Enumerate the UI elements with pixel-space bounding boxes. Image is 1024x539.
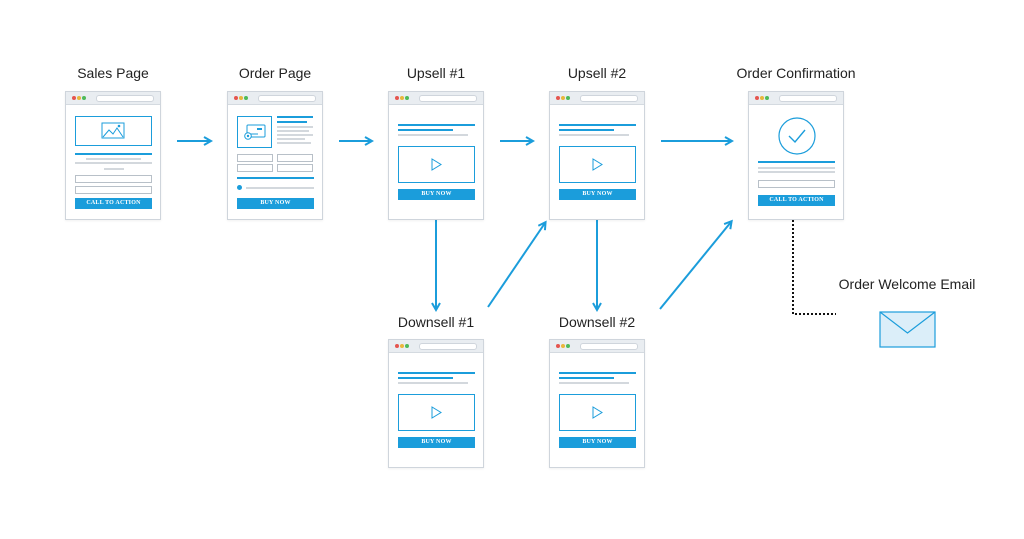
upsell-2-card: BUY NOW bbox=[549, 91, 645, 220]
order-page-label: Order Page bbox=[238, 65, 312, 81]
address-bar bbox=[779, 95, 837, 102]
credit-card-box bbox=[237, 116, 272, 148]
call-to-action-button[interactable]: CALL TO ACTION bbox=[75, 198, 152, 209]
window-dots-icon bbox=[72, 96, 76, 100]
upsell-1-label: Upsell #1 bbox=[406, 65, 466, 81]
image-icon bbox=[101, 122, 125, 139]
downsell-1-label: Downsell #1 bbox=[397, 314, 475, 330]
browser-bar bbox=[389, 340, 483, 353]
dotted-line-confirmation-to-email bbox=[792, 220, 836, 315]
window-dots-icon bbox=[556, 344, 560, 348]
envelope-icon bbox=[879, 311, 936, 348]
form-field[interactable] bbox=[237, 154, 273, 162]
form-field[interactable] bbox=[277, 164, 313, 172]
upsell-2-label: Upsell #2 bbox=[567, 65, 627, 81]
radio-option[interactable] bbox=[237, 185, 242, 190]
address-bar bbox=[580, 343, 638, 350]
video-player[interactable] bbox=[559, 394, 636, 431]
arrow-downsell-1-to-upsell-2 bbox=[487, 223, 545, 308]
order-page-card: BUY NOW bbox=[227, 91, 323, 220]
credit-card-icon bbox=[244, 124, 266, 140]
upsell-1-card: BUY NOW bbox=[388, 91, 484, 220]
sales-page-label: Sales Page bbox=[77, 65, 149, 81]
window-dots-icon bbox=[395, 96, 399, 100]
play-icon bbox=[431, 406, 442, 419]
buy-now-button[interactable]: BUY NOW bbox=[559, 437, 636, 448]
order-confirmation-card: CALL TO ACTION bbox=[748, 91, 844, 220]
image-placeholder bbox=[75, 116, 152, 146]
browser-bar bbox=[66, 92, 160, 105]
arrow-downsell-2-to-confirmation bbox=[659, 222, 731, 310]
form-field[interactable] bbox=[237, 164, 273, 172]
window-dots-icon bbox=[755, 96, 759, 100]
play-icon bbox=[592, 406, 603, 419]
browser-bar bbox=[228, 92, 322, 105]
form-field[interactable] bbox=[75, 175, 152, 183]
video-player[interactable] bbox=[398, 146, 475, 183]
buy-now-button[interactable]: BUY NOW bbox=[398, 189, 475, 200]
address-bar bbox=[258, 95, 316, 102]
address-bar bbox=[580, 95, 638, 102]
buy-now-button[interactable]: BUY NOW bbox=[237, 198, 314, 209]
check-circle-icon bbox=[778, 117, 816, 155]
form-field[interactable] bbox=[758, 180, 835, 188]
play-icon bbox=[431, 158, 442, 171]
video-player[interactable] bbox=[398, 394, 475, 431]
order-welcome-email-label: Order Welcome Email bbox=[838, 276, 976, 292]
browser-bar bbox=[550, 92, 644, 105]
address-bar bbox=[419, 95, 477, 102]
downsell-2-label: Downsell #2 bbox=[558, 314, 636, 330]
buy-now-button[interactable]: BUY NOW bbox=[559, 189, 636, 200]
video-player[interactable] bbox=[559, 146, 636, 183]
browser-bar bbox=[550, 340, 644, 353]
form-field[interactable] bbox=[75, 186, 152, 194]
downsell-2-card: BUY NOW bbox=[549, 339, 645, 468]
address-bar bbox=[419, 343, 477, 350]
browser-bar bbox=[749, 92, 843, 105]
downsell-1-card: BUY NOW bbox=[388, 339, 484, 468]
window-dots-icon bbox=[395, 344, 399, 348]
window-dots-icon bbox=[556, 96, 560, 100]
form-field[interactable] bbox=[277, 154, 313, 162]
order-confirmation-label: Order Confirmation bbox=[736, 65, 856, 81]
browser-bar bbox=[389, 92, 483, 105]
sales-page-card: CALL TO ACTION bbox=[65, 91, 161, 220]
play-icon bbox=[592, 158, 603, 171]
window-dots-icon bbox=[234, 96, 238, 100]
address-bar bbox=[96, 95, 154, 102]
buy-now-button[interactable]: BUY NOW bbox=[398, 437, 475, 448]
call-to-action-button[interactable]: CALL TO ACTION bbox=[758, 195, 835, 206]
